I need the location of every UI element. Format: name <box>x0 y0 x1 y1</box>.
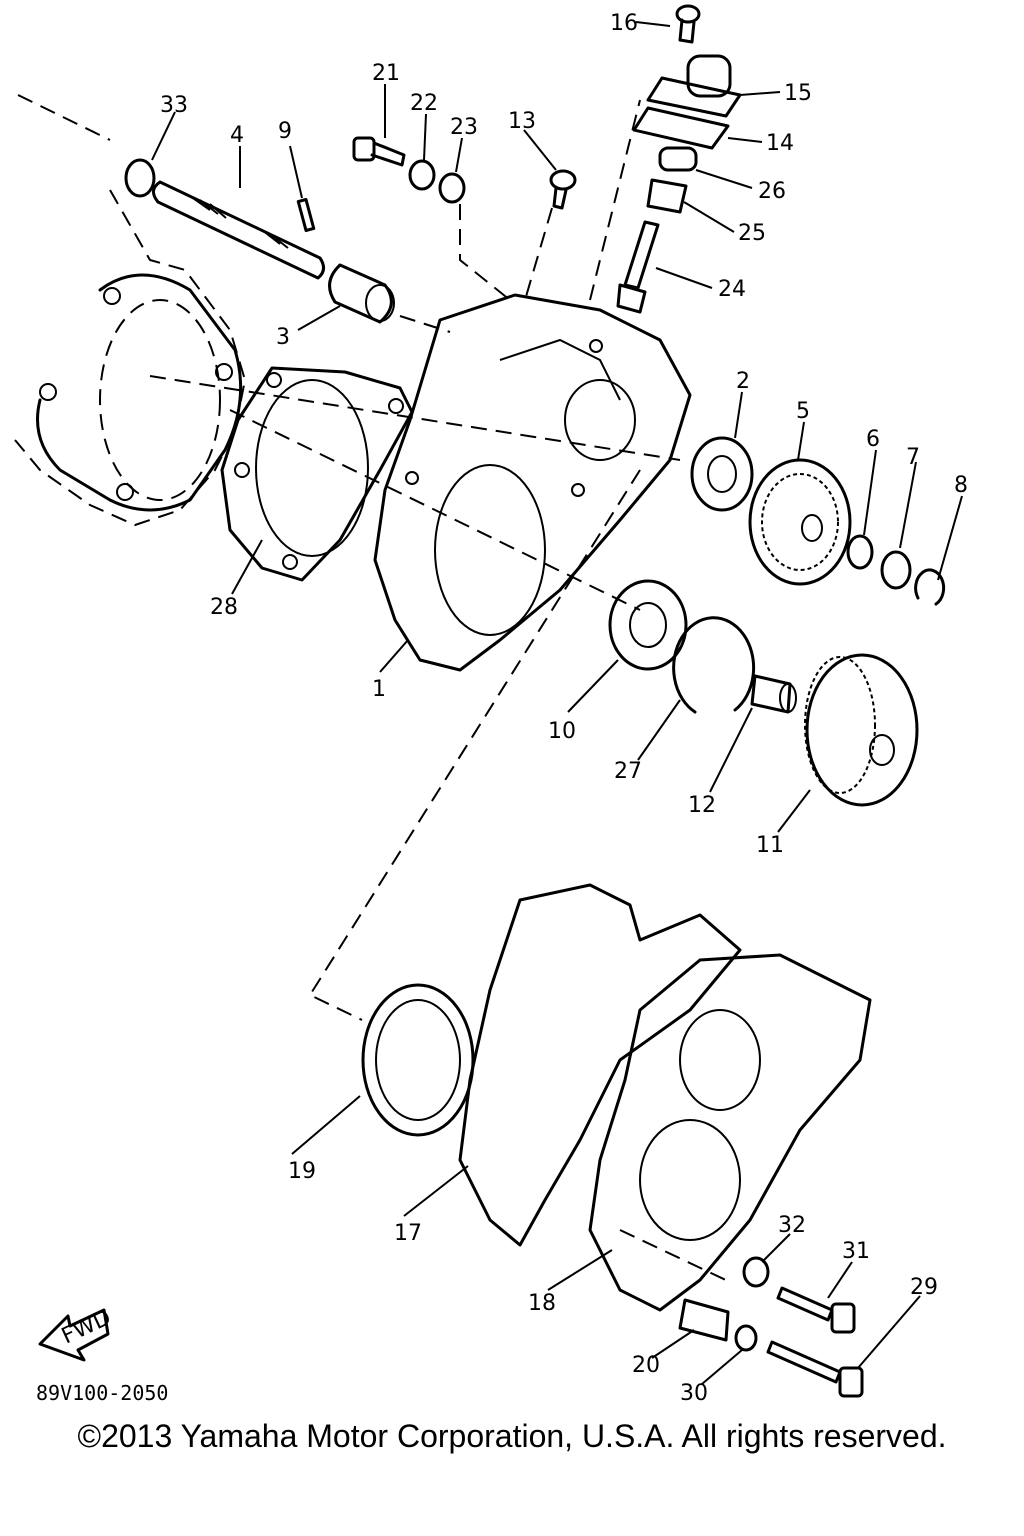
circlip <box>914 568 946 606</box>
lock-washer <box>846 534 874 570</box>
callout-7: 7 <box>906 445 920 470</box>
callout-2: 2 <box>736 369 750 394</box>
bolt <box>776 1286 856 1334</box>
callout-20: 20 <box>632 1353 660 1378</box>
gasket-large <box>220 366 414 582</box>
washer <box>438 172 466 204</box>
callout-25: 25 <box>738 221 766 246</box>
callout-18: 18 <box>528 1291 556 1316</box>
oil-seal-large <box>361 983 475 1137</box>
callout-15: 15 <box>784 81 812 106</box>
callout-19: 19 <box>288 1159 316 1184</box>
callout-24: 24 <box>718 277 746 302</box>
callout-29: 29 <box>910 1275 938 1300</box>
callout-30: 30 <box>680 1381 708 1406</box>
housing <box>646 54 742 118</box>
engine-case <box>14 94 247 527</box>
plug <box>678 1298 730 1342</box>
forward-arrow-icon: FWD <box>38 1305 115 1362</box>
callout-10: 10 <box>548 719 576 744</box>
callout-3: 3 <box>276 325 290 350</box>
callout-9: 9 <box>278 119 292 144</box>
washer <box>734 1324 758 1352</box>
callout-4: 4 <box>230 123 244 148</box>
callout-5: 5 <box>796 399 810 424</box>
callout-21: 21 <box>372 61 400 86</box>
callout-12: 12 <box>688 793 716 818</box>
washer <box>880 550 912 590</box>
callout-13: 13 <box>508 109 536 134</box>
shaft <box>152 180 325 280</box>
callout-31: 31 <box>842 1239 870 1264</box>
leader-lines <box>151 21 963 1385</box>
gear-shaft <box>616 220 660 314</box>
screw <box>549 169 577 210</box>
callout-11: 11 <box>756 833 784 858</box>
bushing <box>658 146 698 172</box>
alignment-lines <box>149 99 731 1283</box>
pin <box>296 197 316 233</box>
callout-26: 26 <box>758 179 786 204</box>
washer <box>124 158 156 198</box>
callout-16: 16 <box>610 11 638 36</box>
callout-23: 23 <box>450 115 478 140</box>
dowel-pin <box>750 674 797 714</box>
callout-32: 32 <box>778 1213 806 1238</box>
callout-33: 33 <box>160 93 188 118</box>
bolt-small <box>352 136 406 167</box>
screw <box>675 4 701 44</box>
callout-1: 1 <box>372 677 386 702</box>
outer-cover <box>588 953 872 1312</box>
callout-27: 27 <box>614 759 642 784</box>
washer <box>742 1256 770 1288</box>
fwd-label: FWD <box>58 1305 115 1349</box>
callout-17: 17 <box>394 1221 422 1246</box>
gear <box>748 458 852 586</box>
collar <box>328 263 395 324</box>
callout-6: 6 <box>866 427 880 452</box>
callout-22: 22 <box>410 91 438 116</box>
copyright-notice: ©2013 Yamaha Motor Corporation, U.S.A. A… <box>77 1418 947 1454</box>
callout-14: 14 <box>766 131 794 156</box>
gear-large <box>804 653 919 807</box>
circlip <box>672 616 756 714</box>
bearing <box>608 579 688 671</box>
washer <box>408 159 436 191</box>
gasket <box>632 106 730 150</box>
gasket-cover <box>458 883 742 1247</box>
oil-seal <box>646 178 688 214</box>
callout-8: 8 <box>954 473 968 498</box>
callout-28: 28 <box>210 595 238 620</box>
diagram-code: 89V100-2050 <box>36 1381 168 1405</box>
callout-labels: 16 21 15 33 22 23 13 4 9 14 26 25 24 3 2… <box>160 11 968 1406</box>
bolt <box>766 1340 864 1398</box>
bearing <box>690 436 754 512</box>
cover <box>373 293 692 672</box>
